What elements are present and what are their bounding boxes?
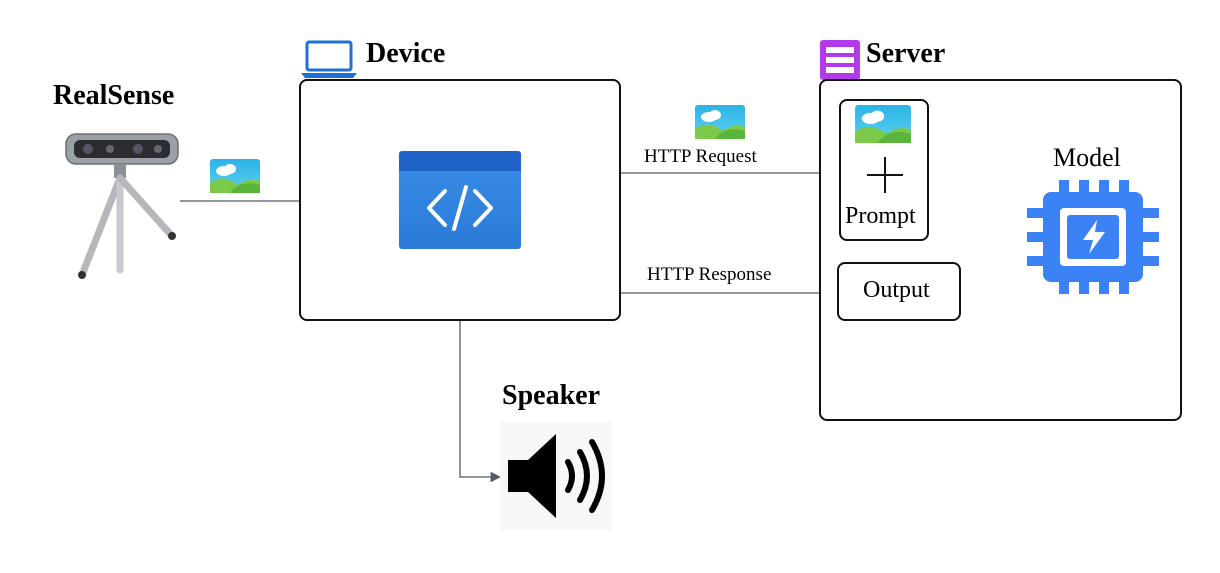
- code-icon: [399, 151, 521, 249]
- image-icon: [210, 159, 260, 193]
- realsense-camera-icon: [60, 120, 190, 280]
- request-image-icon: [695, 105, 745, 139]
- realsense-title: RealSense: [53, 80, 175, 111]
- speaker-title: Speaker: [502, 380, 600, 411]
- http-request-label: HTTP Request: [644, 146, 757, 167]
- http-response-label: HTTP Response: [647, 264, 772, 285]
- server-icon: [820, 40, 860, 80]
- plus-icon: [867, 157, 903, 193]
- output-label: Output: [863, 277, 930, 303]
- model-title: Model: [1053, 143, 1121, 172]
- prompt-image-icon: [855, 105, 911, 143]
- prompt-label: Prompt: [845, 203, 916, 229]
- laptop-icon: [301, 40, 357, 80]
- chip-lightning-icon: [1027, 180, 1159, 294]
- device-to-speaker-arrow: [459, 248, 501, 483]
- speaker-icon: [500, 422, 612, 530]
- device-title: Device: [366, 38, 446, 69]
- server-title: Server: [866, 38, 946, 69]
- image-prompt-box: Prompt: [839, 99, 929, 241]
- output-box: Output: [837, 262, 961, 321]
